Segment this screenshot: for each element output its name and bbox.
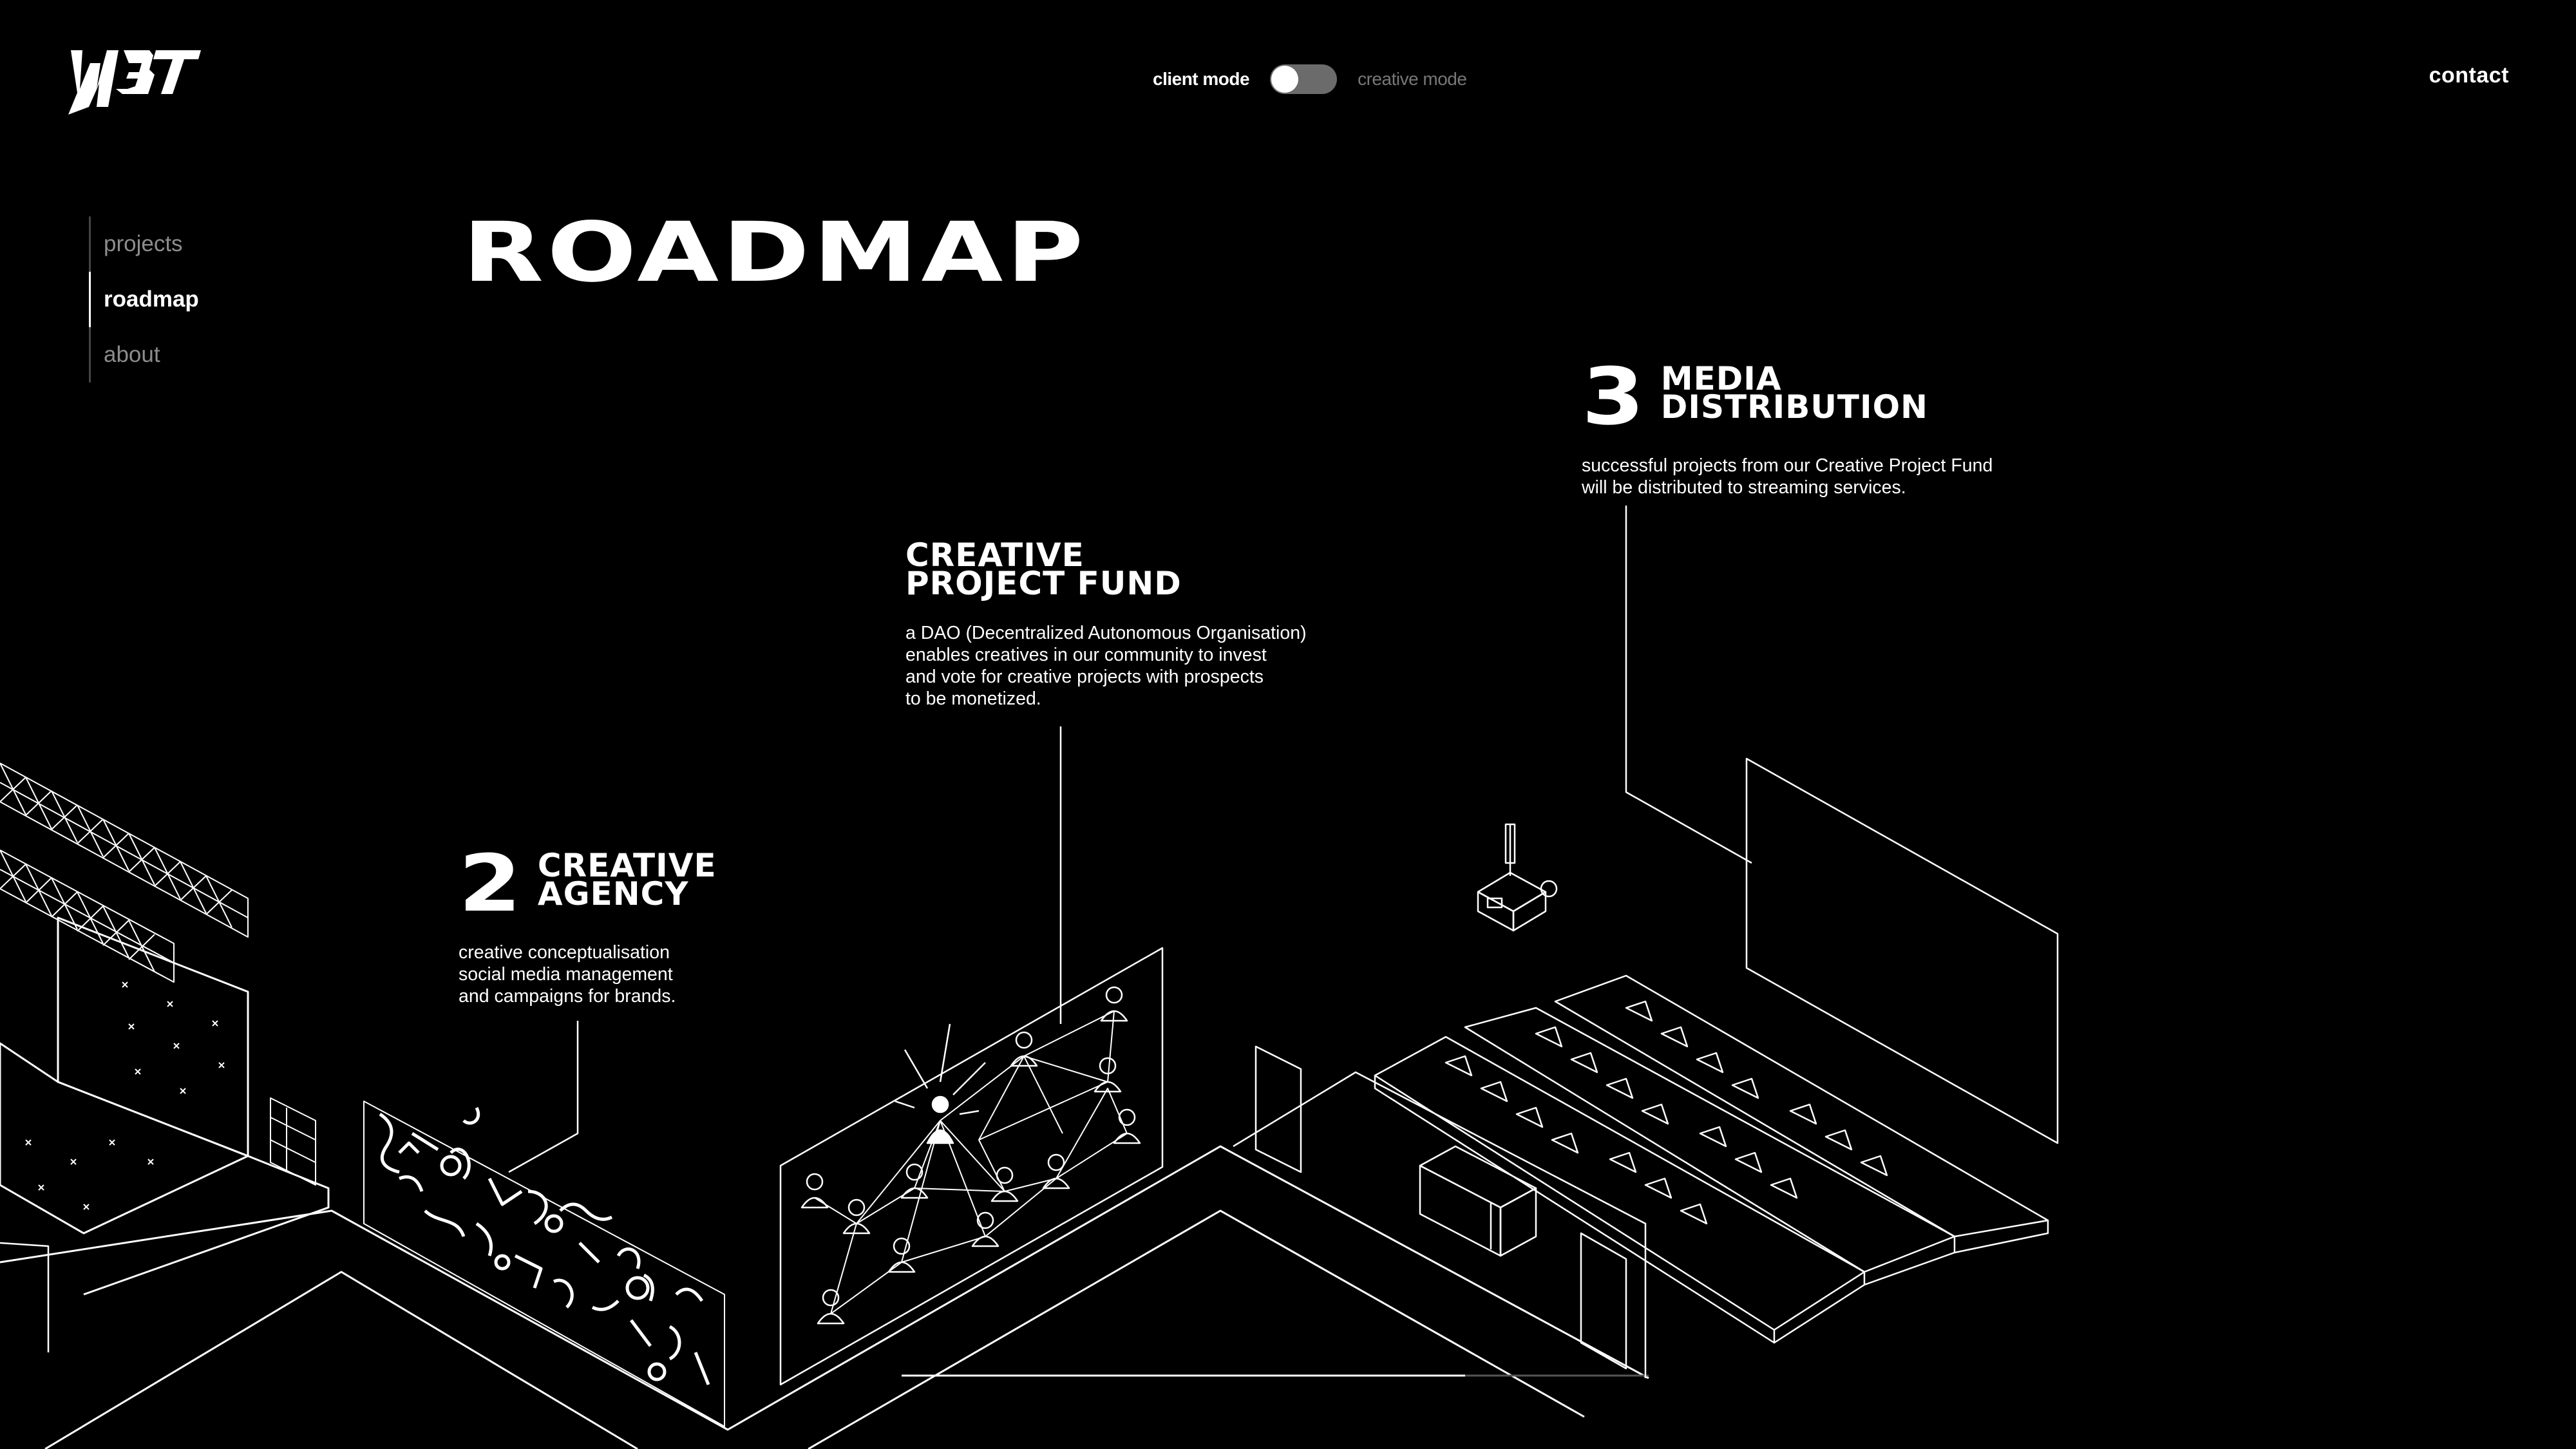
network-nodes: [802, 987, 1140, 1323]
creative-mode-label[interactable]: creative mode: [1358, 69, 1467, 89]
mode-toggle: client mode creative mode: [1153, 63, 1467, 95]
cinema-screen: [1747, 759, 2058, 1143]
nav-item-about[interactable]: about: [104, 342, 160, 367]
step-description: successful projects from our Creative Pr…: [1582, 455, 1993, 498]
truss-top: [0, 763, 248, 937]
console: [1420, 1146, 1536, 1256]
contact-link[interactable]: contact: [2429, 63, 2509, 88]
connector-agency: [509, 1021, 578, 1172]
page-title: ROADMAP: [462, 205, 1087, 301]
step-header: 2 CREATIVE AGENCY: [459, 838, 717, 929]
floor-outline-inner: [45, 1272, 638, 1449]
doodle-wall-art: [380, 1108, 708, 1385]
stage-wall-left: [58, 918, 248, 1156]
side-nav: projects roadmap about: [89, 216, 199, 383]
step-description: a DAO (Decentralized Autonomous Organisa…: [905, 623, 1307, 709]
step-title: CREATIVE PROJECT FUND: [905, 536, 1182, 602]
floor-outline-inner-2: [808, 1211, 1584, 1449]
left-wall-edge: [0, 1243, 48, 1352]
doodle-wall: [364, 1101, 724, 1426]
cinema-door-2: [1581, 1233, 1626, 1368]
mode-switch[interactable]: [1270, 64, 1338, 94]
nav-item-roadmap[interactable]: roadmap: [89, 272, 199, 327]
nav-item-projects[interactable]: projects: [104, 231, 183, 256]
spark-rays: [895, 1024, 985, 1114]
connector-media: [1626, 506, 1752, 863]
floor-outline: [0, 1146, 1649, 1430]
step-number: 3: [1582, 351, 1645, 442]
step-header: 3 MEDIA DISTRIBUTION: [1582, 351, 1993, 442]
step-description: creative conceptualisation social media …: [459, 942, 676, 1007]
stage-step: [84, 1156, 328, 1294]
cinema-floor: [1233, 1072, 1645, 1378]
seats: [1446, 1001, 1887, 1224]
stage-floor-left: [0, 1043, 248, 1233]
truss-bottom: [0, 850, 174, 982]
stage-sparkles: [26, 982, 224, 1209]
step-title: CREATIVE AGENCY: [537, 847, 717, 913]
network-links: [815, 1011, 1127, 1314]
mode-switch-knob: [1271, 66, 1299, 93]
step-number: 2: [459, 838, 522, 929]
network-board: [781, 948, 1162, 1385]
cinema-door: [1256, 1046, 1301, 1172]
wbt-logo[interactable]: [64, 44, 206, 121]
roadmap-step-creative-agency: 2 CREATIVE AGENCY creative conceptualisa…: [459, 838, 717, 1007]
projector: [1478, 824, 1557, 931]
step-title: MEDIA DISTRIBUTION: [1660, 360, 1928, 426]
step-header: CREATIVE PROJECT FUND: [905, 536, 1307, 602]
roadmap-step-creative-project-fund: CREATIVE PROJECT FUND a DAO (Decentraliz…: [905, 536, 1307, 710]
seating-tiers: [1375, 976, 2048, 1343]
roadmap-step-media-distribution: 3 MEDIA DISTRIBUTION successful projects…: [1582, 351, 1993, 498]
rack: [270, 1098, 316, 1185]
client-mode-label[interactable]: client mode: [1153, 69, 1250, 89]
